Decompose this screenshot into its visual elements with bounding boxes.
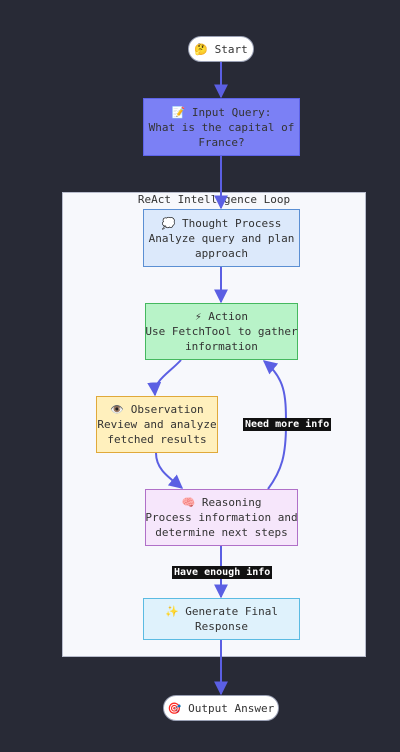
node-text-line: determine next steps (155, 526, 288, 539)
node-title: Reasoning (195, 496, 262, 509)
node-heading: 📝 Input Query: (172, 105, 272, 120)
node-emoji-icon: 🧠 (181, 496, 196, 509)
node-heading: 👁️ Observation (110, 402, 203, 417)
node-emoji-icon: 👁️ (110, 403, 125, 416)
node-title: Output Answer (181, 701, 275, 715)
node-heading: ⚡ Action (195, 309, 248, 324)
node-text-line: approach (195, 246, 248, 260)
node-heading: ✨ Generate Final (165, 604, 278, 619)
output-answer-node: 🎯 Output Answer (163, 695, 279, 721)
node-emoji-icon: 🤔 (194, 42, 208, 56)
node-title: Thought Process (175, 216, 282, 230)
edge-observation-to-reasoning (155, 452, 184, 489)
node-heading: 🎯 Output Answer (168, 701, 274, 716)
node-emoji-icon: ⚡ (195, 310, 202, 323)
node-text-line: Response (195, 620, 248, 633)
node-heading: 🤔 Start (194, 42, 247, 57)
edge-label-need-more-info: Need more info (243, 418, 332, 431)
node-title: Start (207, 42, 248, 56)
start-node: 🤔 Start (188, 36, 254, 62)
node-text-line: France? (198, 135, 245, 149)
node-title: Input Query: (185, 105, 272, 119)
node-title: Observation (124, 403, 204, 416)
node-heading: 💭 Thought Process (162, 216, 282, 231)
edge-action-to-observation (147, 359, 182, 397)
node-text-line: Analyze query and plan (148, 231, 295, 245)
node-text-line: Process information and (145, 511, 298, 524)
node-heading: 🧠 Reasoning (182, 495, 262, 510)
node-title: Action (201, 310, 248, 323)
node-text-line: Use FetchTool to gather (145, 325, 298, 338)
subgraph-title: ReAct Intelligence Loop (137, 193, 291, 206)
edge-label-have-enough-info: Have enough info (172, 566, 273, 579)
node-emoji-icon: ✨ (164, 605, 179, 618)
node-text-line: fetched results (107, 433, 207, 446)
node-text-line: Review and analyze (97, 418, 217, 431)
node-title: Generate Final (178, 605, 279, 618)
node-text-line: information (185, 340, 258, 353)
node-emoji-icon: 🎯 (167, 701, 182, 715)
node-text-line: What is the capital of (148, 120, 295, 134)
node-emoji-icon: 💭 (161, 216, 176, 230)
node-emoji-icon: 📝 (171, 105, 186, 119)
